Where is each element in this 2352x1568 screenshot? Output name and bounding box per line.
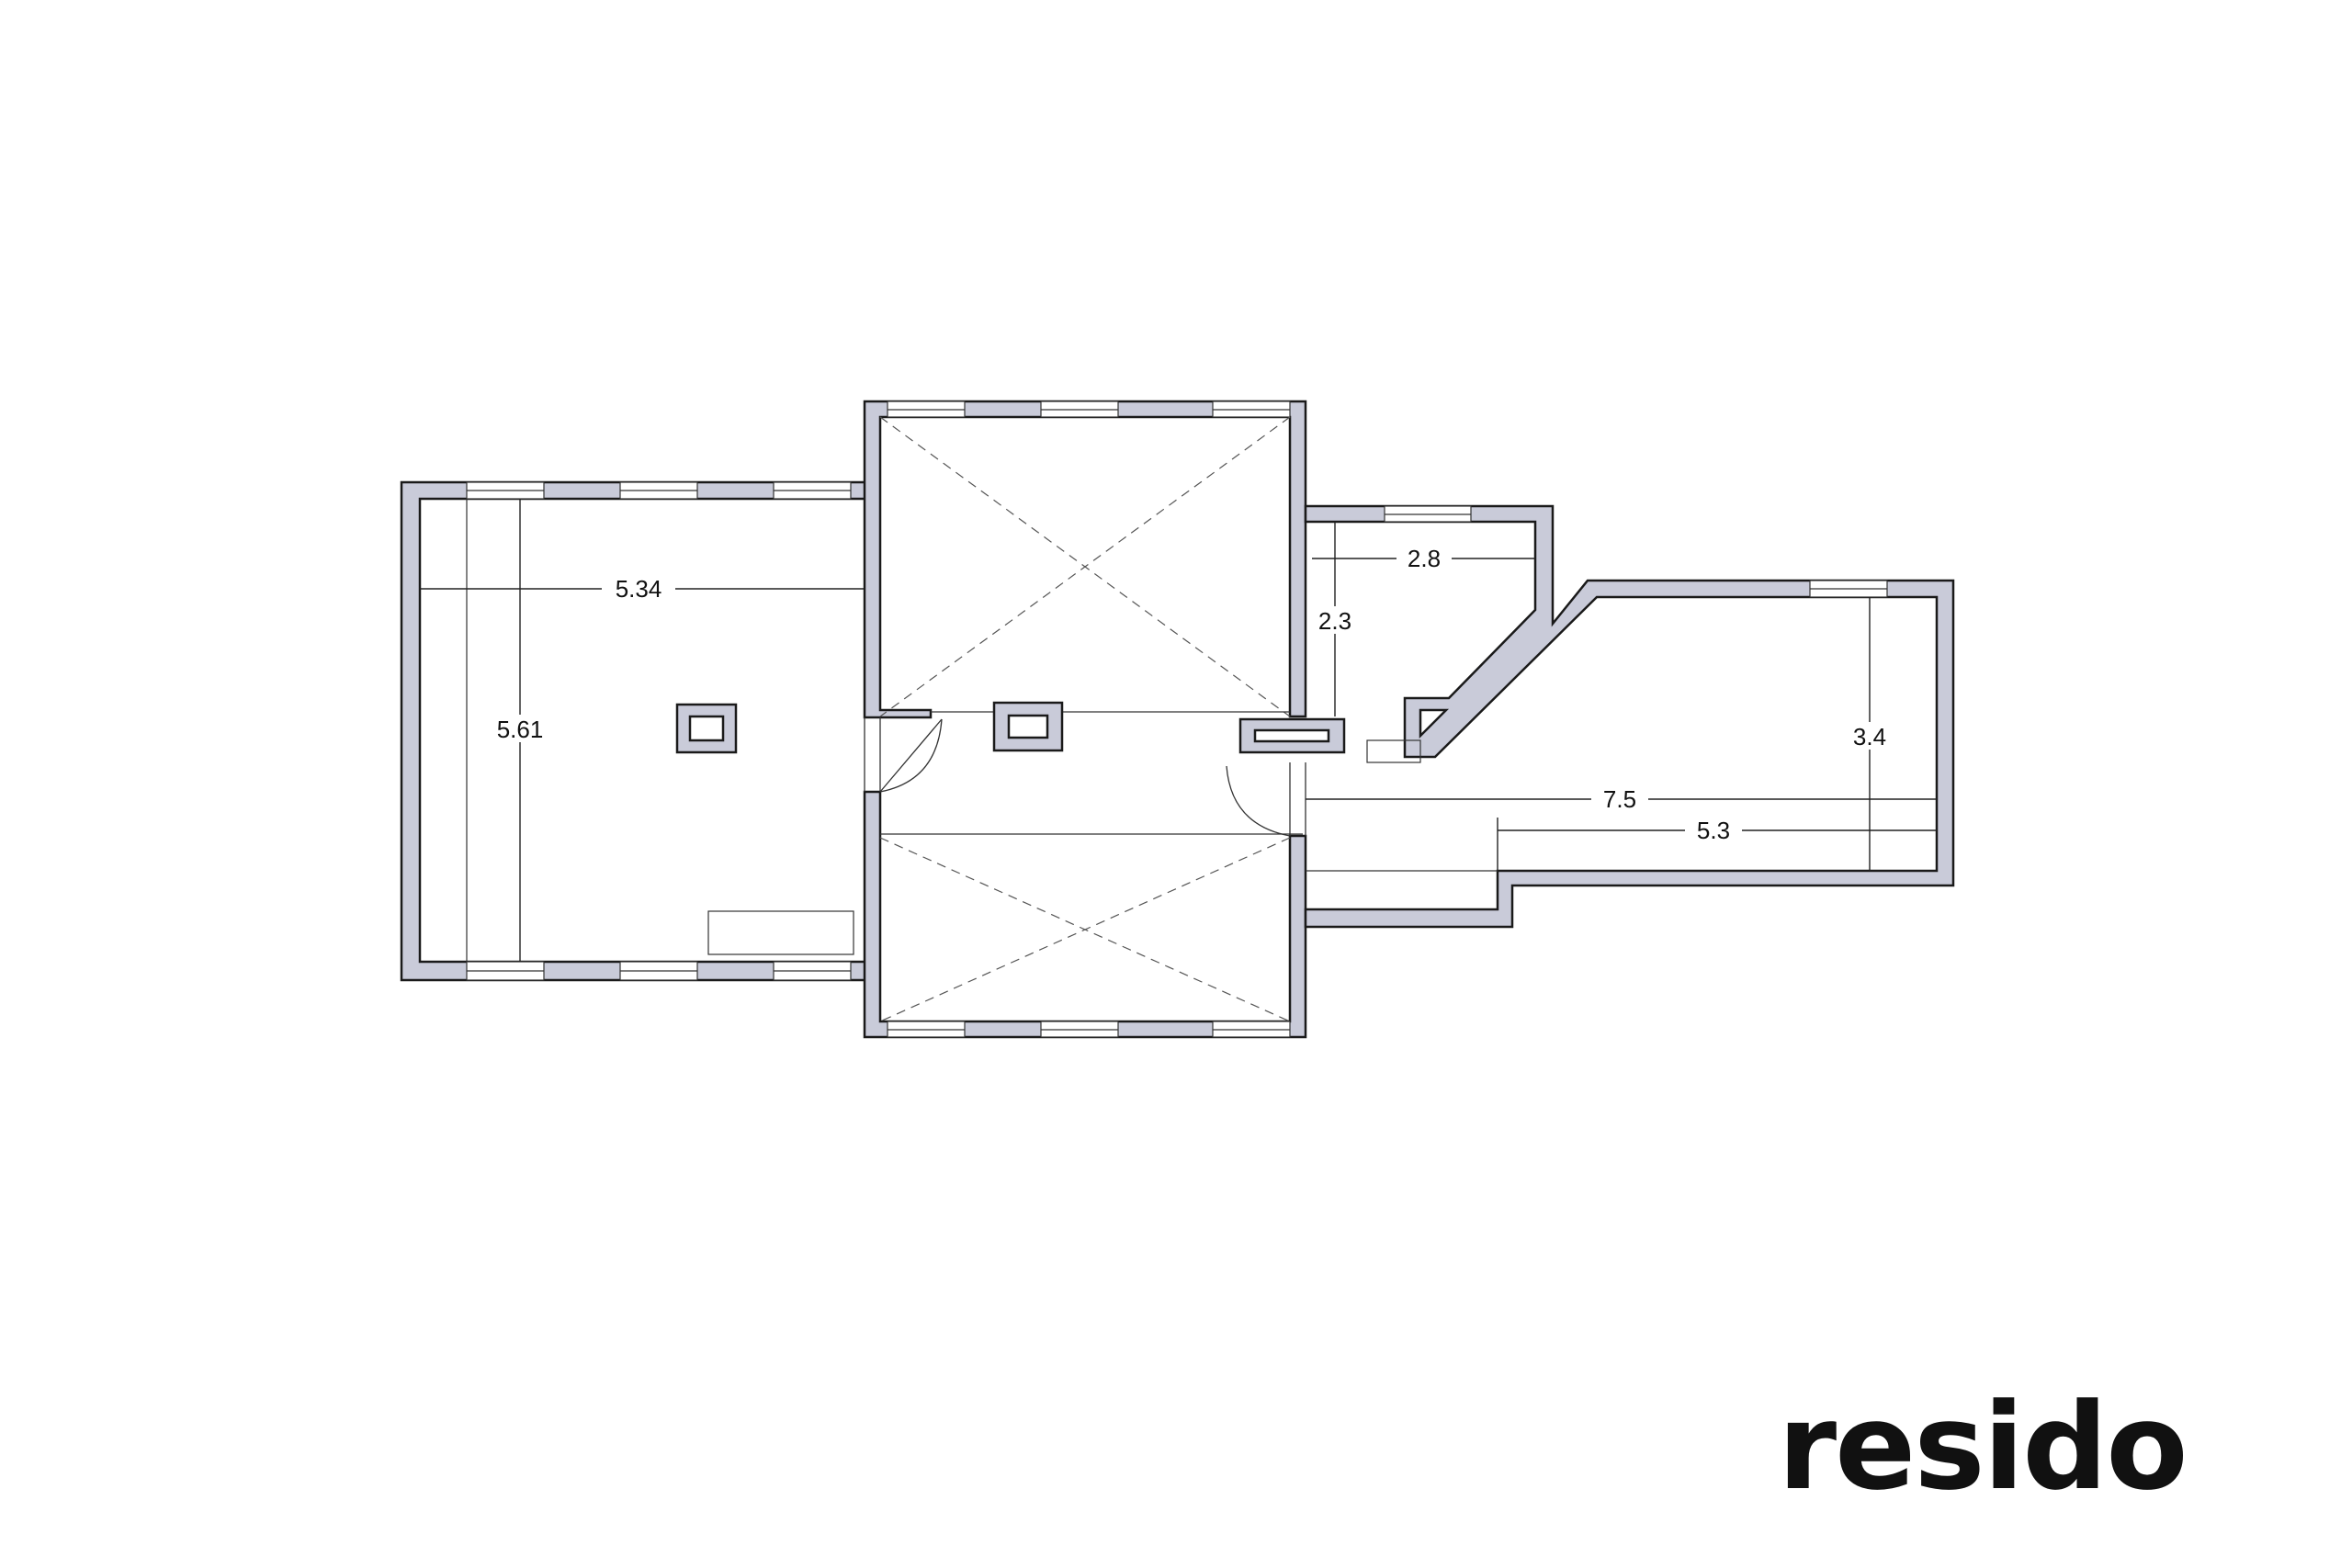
central-block — [863, 400, 1346, 1039]
triangle-vent — [1419, 708, 1450, 739]
left-door — [864, 717, 943, 793]
dimension-label-5-34: 5.34 — [616, 575, 662, 603]
center-bottom-windows — [887, 1021, 1291, 1038]
center-top-windows — [887, 400, 1291, 418]
brand-logo: resido — [1778, 1377, 2188, 1517]
left-room-walls — [400, 480, 867, 982]
chimney — [992, 701, 1064, 752]
center-top-void — [879, 416, 1291, 717]
dimension-lines — [420, 499, 1937, 962]
center-bottom-walls — [863, 790, 1307, 1039]
dimension-label-2-8: 2.8 — [1408, 545, 1441, 572]
right-door — [1226, 762, 1306, 837]
step — [1366, 739, 1421, 763]
left-room — [400, 480, 867, 982]
dimension-label-3-4: 3.4 — [1853, 723, 1886, 750]
left-room-bottom-windows — [466, 961, 852, 981]
dimension-label-7-5: 7.5 — [1603, 785, 1636, 813]
storage-box — [707, 910, 854, 955]
dimension-label-2-3: 2.3 — [1318, 607, 1351, 635]
left-room-top-windows — [466, 481, 852, 500]
dimension-labels: 5.34 5.61 2.8 2.3 3.4 7.5 5.3 — [497, 545, 1886, 844]
center-top-walls — [863, 400, 1307, 719]
center-bottom-void — [879, 833, 1303, 1022]
dimension-label-5-61: 5.61 — [497, 716, 544, 743]
dimension-label-5-3: 5.3 — [1697, 817, 1730, 844]
right-wing-windows — [1384, 505, 1888, 598]
